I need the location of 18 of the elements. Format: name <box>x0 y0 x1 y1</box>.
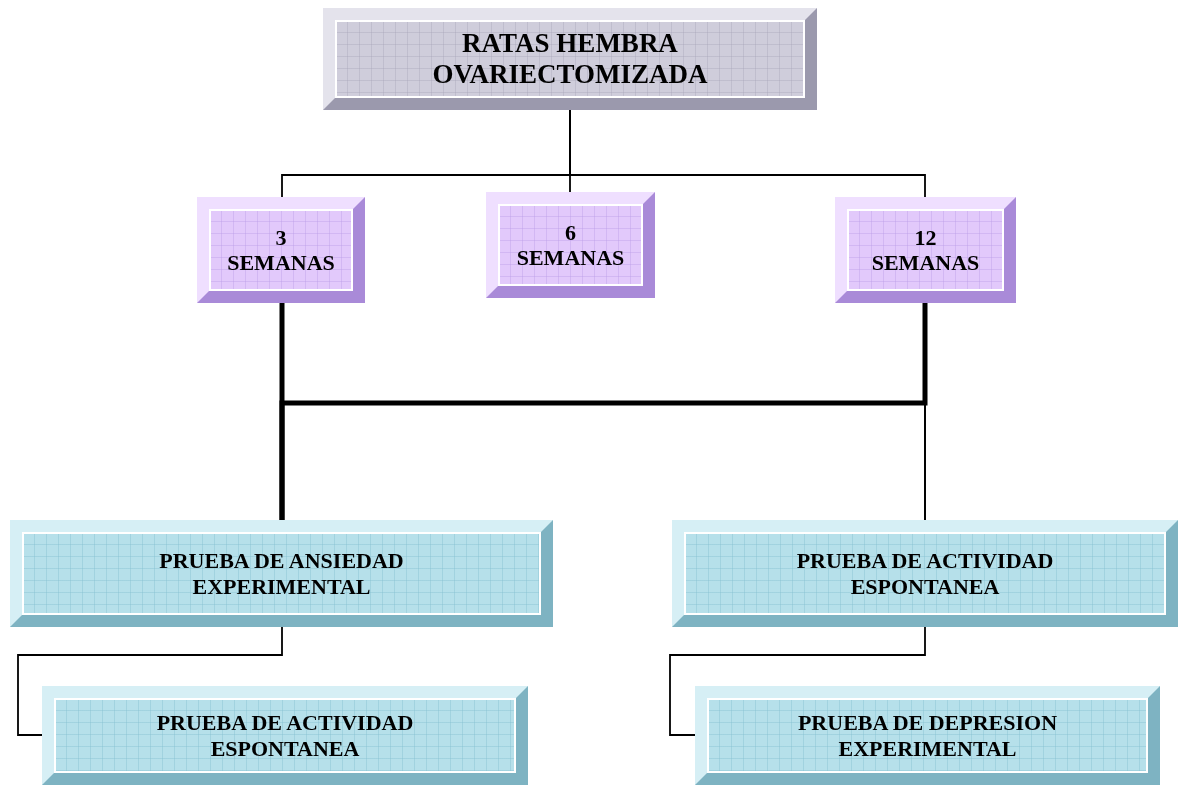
box-label: PRUEBA DE DEPRESION EXPERIMENTAL <box>796 710 1059 761</box>
box-label: PRUEBA DE ACTIVIDAD ESPONTANEA <box>795 548 1055 599</box>
beveled-box <box>197 197 365 303</box>
box-label: 12 SEMANAS <box>870 224 981 276</box>
beveled-box <box>486 192 655 298</box>
box-label: PRUEBA DE ACTIVIDAD ESPONTANEA <box>155 710 415 761</box>
box-label: RATAS HEMBRA OVARIECTOMIZADA <box>431 27 709 91</box>
connector-line <box>17 626 283 736</box>
beveled-box <box>695 686 1160 785</box>
box-label: 6 SEMANAS <box>515 219 626 271</box>
connector-line <box>669 626 926 736</box>
box-label: 3 SEMANAS <box>226 224 336 276</box>
box-label: PRUEBA DE ANSIEDAD EXPERIMENTAL <box>158 548 405 599</box>
beveled-box <box>10 520 553 627</box>
beveled-box <box>835 197 1016 303</box>
beveled-box <box>42 686 528 785</box>
beveled-box <box>672 520 1178 627</box>
beveled-box <box>323 8 817 110</box>
